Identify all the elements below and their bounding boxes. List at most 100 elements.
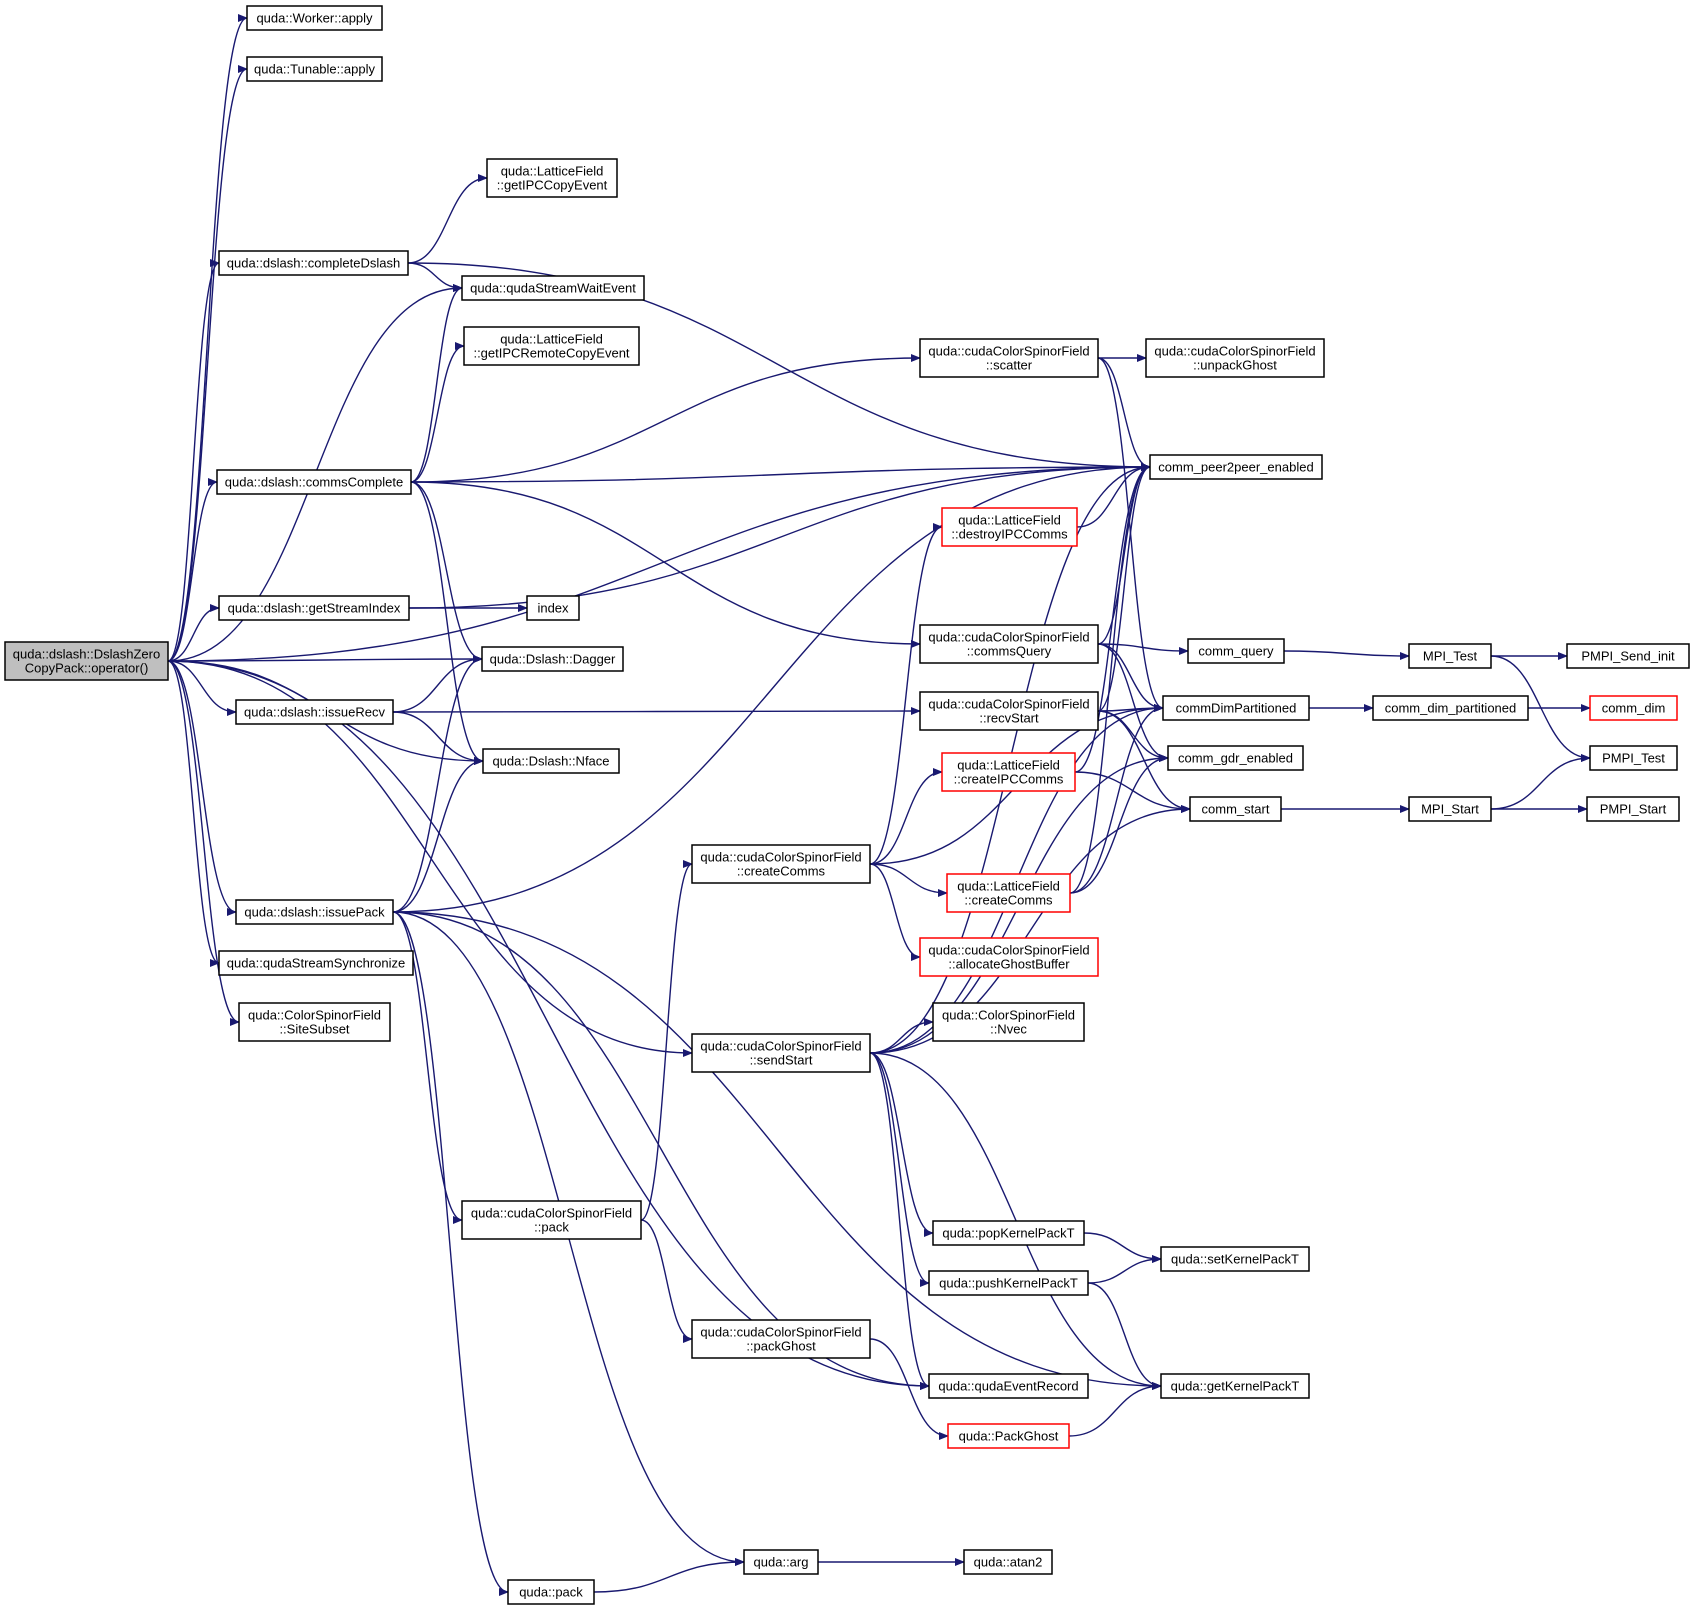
node-arg[interactable]: quda::arg <box>743 1549 819 1575</box>
node-sendStart[interactable]: quda::cudaColorSpinorField::sendStart <box>691 1033 871 1073</box>
node-label: quda::Dslash::Dagger <box>490 652 616 667</box>
node-label: MPI_Test <box>1423 649 1478 664</box>
node-box <box>691 1033 871 1073</box>
node-Nvec[interactable]: quda::ColorSpinorField::Nvec <box>932 1002 1085 1042</box>
node-label: ::getIPCCopyEvent <box>497 178 608 193</box>
edge-issuePack-to-comm_peer2peer_enabled <box>392 463 1151 913</box>
node-label: quda::ColorSpinorField <box>248 1008 381 1023</box>
node-index[interactable]: index <box>526 595 580 621</box>
edge-createComms_cuda-to-destroyIPCComms <box>869 523 943 865</box>
edge-issuePack-to-Dagger <box>392 655 483 913</box>
node-label: quda::Tunable::apply <box>254 62 375 77</box>
node-PMPI_Send_init[interactable]: PMPI_Send_init <box>1566 643 1690 669</box>
node-box <box>919 624 1099 664</box>
edge-sendStart-to-getKernelPackT <box>869 1052 1162 1390</box>
edge-pack_cuda-to-packGhost <box>640 1219 693 1343</box>
node-destroyIPCComms[interactable]: quda::LatticeField::destroyIPCComms <box>941 507 1078 547</box>
node-box <box>963 1549 1053 1575</box>
node-label: comm_peer2peer_enabled <box>1158 460 1313 475</box>
node-PackGhost[interactable]: quda::PackGhost <box>947 1423 1070 1449</box>
node-popKernelPackT[interactable]: quda::popKernelPackT <box>932 1220 1085 1246</box>
edge-createComms_lattice-to-commDimPartitioned <box>1069 704 1164 894</box>
node-label: ::destroyIPCComms <box>951 527 1068 542</box>
node-packGhost[interactable]: quda::cudaColorSpinorField::packGhost <box>691 1319 871 1359</box>
node-commsComplete[interactable]: quda::dslash::commsComplete <box>216 469 412 495</box>
node-MPI_Start[interactable]: MPI_Start <box>1408 796 1492 822</box>
edge-root-to-comm_peer2peer_enabled <box>167 463 1151 662</box>
node-box <box>507 1579 595 1605</box>
node-label: PMPI_Test <box>1602 751 1665 766</box>
node-label: quda::pack <box>519 1585 583 1600</box>
node-issuePack[interactable]: quda::dslash::issuePack <box>235 899 394 925</box>
node-atan2[interactable]: quda::atan2 <box>963 1549 1053 1575</box>
node-scatter[interactable]: quda::cudaColorSpinorField::scatter <box>919 338 1099 378</box>
node-box <box>1589 745 1678 771</box>
node-comm_dim_partitioned[interactable]: comm_dim_partitioned <box>1372 695 1529 721</box>
node-tunable_apply[interactable]: quda::Tunable::apply <box>246 56 383 82</box>
node-getIPCCopyEvent[interactable]: quda::LatticeField::getIPCCopyEvent <box>486 158 618 198</box>
node-label: ::allocateGhostBuffer <box>948 957 1070 972</box>
node-completeDslash[interactable]: quda::dslash::completeDslash <box>218 250 409 276</box>
node-recvStart[interactable]: quda::cudaColorSpinorField::recvStart <box>919 691 1099 731</box>
node-PMPI_Test[interactable]: PMPI_Test <box>1589 745 1678 771</box>
node-issueRecv[interactable]: quda::dslash::issueRecv <box>235 699 394 725</box>
edge-commsComplete-to-qudaStreamWaitEvent <box>410 284 463 483</box>
node-PMPI_Start[interactable]: PMPI_Start <box>1586 796 1680 822</box>
node-createComms_lattice[interactable]: quda::LatticeField::createComms <box>946 873 1071 913</box>
node-pushKernelPackT[interactable]: quda::pushKernelPackT <box>928 1270 1089 1296</box>
node-setKernelPackT[interactable]: quda::setKernelPackT <box>1160 1246 1310 1272</box>
node-allocateGhostBuffer[interactable]: quda::cudaColorSpinorField::allocateGhos… <box>919 937 1099 977</box>
node-box <box>246 56 383 82</box>
edge-root-to-issuePack <box>167 660 237 916</box>
node-Nface[interactable]: quda::Dslash::Nface <box>482 748 620 774</box>
edge-commsQuery-to-commDimPartitioned <box>1097 643 1164 712</box>
node-box <box>932 1220 1085 1246</box>
node-pack_cuda[interactable]: quda::cudaColorSpinorField::pack <box>461 1200 642 1240</box>
node-createIPCComms[interactable]: quda::LatticeField::createIPCComms <box>941 752 1076 792</box>
node-label: ::unpackGhost <box>1193 358 1277 373</box>
node-box <box>461 275 645 301</box>
node-createComms_cuda[interactable]: quda::cudaColorSpinorField::createComms <box>691 844 871 884</box>
node-box <box>4 641 169 681</box>
node-root[interactable]: quda::dslash::DslashZeroCopyPack::operat… <box>4 641 169 681</box>
node-label: comm_gdr_enabled <box>1178 751 1293 766</box>
node-label: quda::dslash::getStreamIndex <box>228 601 401 616</box>
edges-layer <box>167 14 1591 1596</box>
node-comm_query[interactable]: comm_query <box>1187 638 1285 664</box>
node-SiteSubset[interactable]: quda::ColorSpinorField::SiteSubset <box>238 1002 391 1042</box>
node-label: quda::cudaColorSpinorField <box>928 943 1089 958</box>
node-comm_peer2peer_enabled[interactable]: comm_peer2peer_enabled <box>1149 454 1323 480</box>
node-box <box>238 1002 391 1042</box>
node-qudaEventRecord[interactable]: quda::qudaEventRecord <box>928 1373 1089 1399</box>
node-box <box>919 691 1099 731</box>
node-comm_dim[interactable]: comm_dim <box>1589 695 1678 721</box>
node-worker_apply[interactable]: quda::Worker::apply <box>246 5 383 31</box>
node-comm_start[interactable]: comm_start <box>1189 796 1282 822</box>
edge-sendStart-to-qudaEventRecord <box>869 1052 930 1390</box>
node-box <box>1586 796 1680 822</box>
node-box <box>946 873 1071 913</box>
node-getIPCRemoteCopyEvent[interactable]: quda::LatticeField::getIPCRemoteCopyEven… <box>463 326 640 366</box>
node-label: quda::dslash::commsComplete <box>225 475 403 490</box>
node-qudaStreamWaitEvent[interactable]: quda::qudaStreamWaitEvent <box>461 275 645 301</box>
node-box <box>919 937 1099 977</box>
node-box <box>743 1549 819 1575</box>
node-box <box>486 158 618 198</box>
node-box <box>941 752 1076 792</box>
node-commsQuery[interactable]: quda::cudaColorSpinorField::commsQuery <box>919 624 1099 664</box>
node-getKernelPackT[interactable]: quda::getKernelPackT <box>1160 1373 1310 1399</box>
node-getStreamIndex[interactable]: quda::dslash::getStreamIndex <box>218 595 410 621</box>
node-MPI_Test[interactable]: MPI_Test <box>1408 643 1492 669</box>
node-qudaStreamSynchronize[interactable]: quda::qudaStreamSynchronize <box>218 950 414 976</box>
node-unpackGhost[interactable]: quda::cudaColorSpinorField::unpackGhost <box>1145 338 1325 378</box>
node-commDimPartitioned[interactable]: commDimPartitioned <box>1162 695 1310 721</box>
edge-commsComplete-to-Nface <box>410 481 484 765</box>
node-pack[interactable]: quda::pack <box>507 1579 595 1605</box>
node-label: quda::dslash::issuePack <box>244 905 385 920</box>
node-box <box>235 699 394 725</box>
node-Dagger[interactable]: quda::Dslash::Dagger <box>481 646 624 672</box>
node-comm_gdr_enabled[interactable]: comm_gdr_enabled <box>1167 745 1304 771</box>
edge-issuePack-to-pack_cuda <box>392 911 463 1224</box>
edge-sendStart-to-pushKernelPackT <box>869 1052 930 1287</box>
edge-issuePack-to-pack <box>392 911 509 1596</box>
